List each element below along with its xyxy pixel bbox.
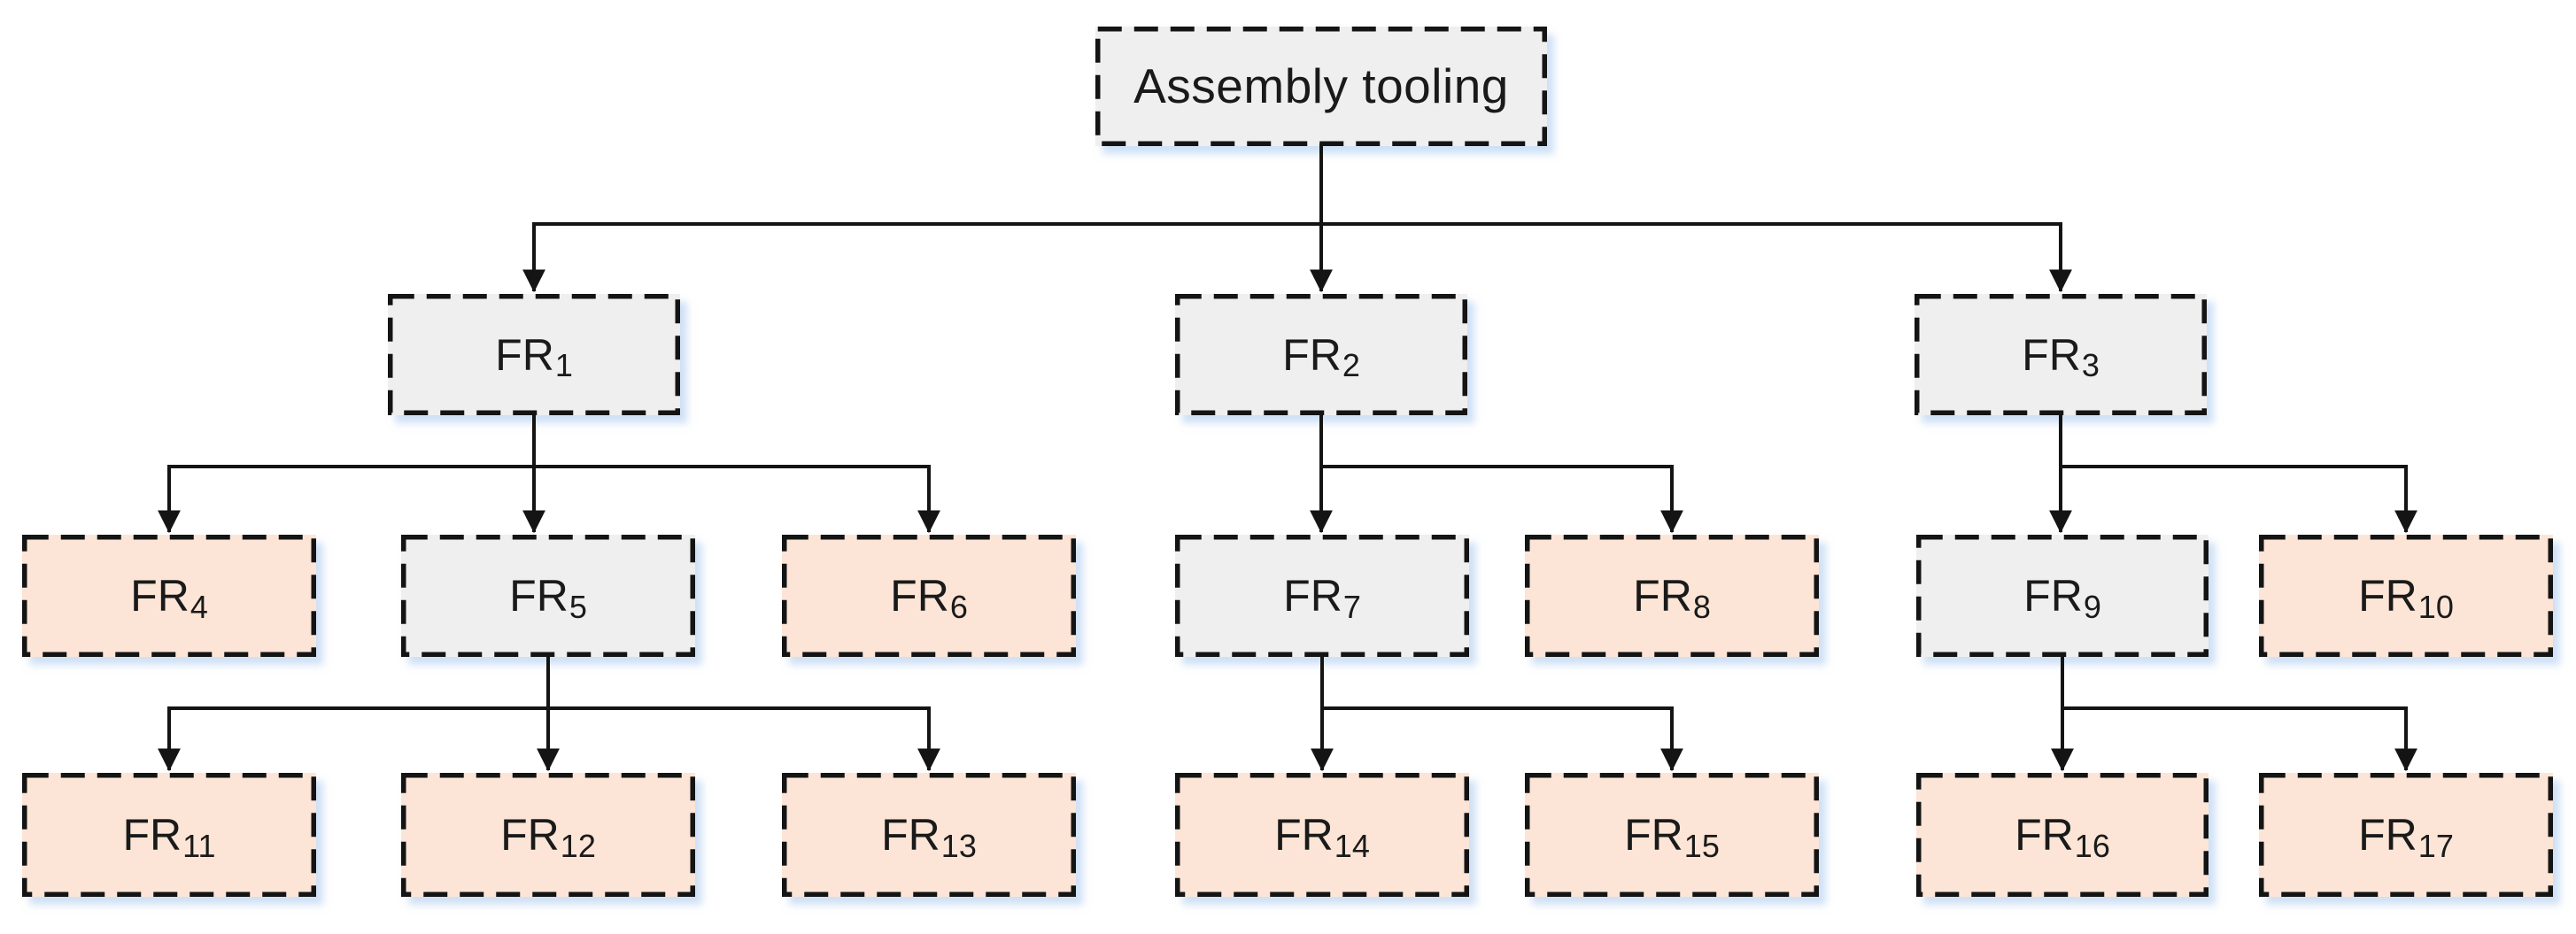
node-label-subscript: 10 — [2417, 588, 2454, 625]
node-label-text: FR — [122, 810, 182, 860]
node-fr4: FR4 — [22, 535, 316, 657]
node-label-subscript: 14 — [1334, 827, 1370, 864]
node-label-subscript: 15 — [1683, 827, 1720, 864]
node-fr16: FR16 — [1916, 773, 2209, 897]
node-label: FR12 — [500, 810, 596, 861]
node-label: FR1 — [495, 329, 573, 382]
node-label-subscript: 13 — [940, 827, 977, 864]
node-fr6: FR6 — [782, 535, 1076, 657]
connector-edges — [158, 143, 2417, 772]
node-fr9: FR9 — [1916, 535, 2209, 657]
node-fr14: FR14 — [1175, 773, 1469, 897]
node-label-subscript: 6 — [949, 588, 968, 625]
node-label-subscript: 8 — [1692, 588, 1711, 625]
node-label-text: FR — [1624, 810, 1683, 860]
node-label-text: FR — [2015, 810, 2074, 860]
node-fr1: FR1 — [388, 294, 680, 415]
node-label-subscript: 9 — [2083, 588, 2101, 625]
node-label-text: FR — [130, 571, 190, 621]
node-label: FR6 — [890, 571, 968, 622]
node-label: FR13 — [881, 810, 977, 861]
node-label-text: Assembly tooling — [1133, 58, 1509, 113]
node-label: FR4 — [130, 571, 208, 622]
node-label-text: FR — [1633, 571, 1692, 621]
node-label-text: FR — [890, 571, 949, 621]
node-fr2: FR2 — [1175, 294, 1467, 415]
node-label: FR5 — [509, 571, 587, 622]
node-fr10: FR10 — [2259, 535, 2553, 657]
node-label: Assembly tooling — [1133, 62, 1509, 111]
node-label-subscript: 16 — [2074, 827, 2110, 864]
node-label-subscript: 1 — [554, 347, 573, 384]
node-fr13: FR13 — [782, 773, 1076, 897]
node-label: FR2 — [1282, 329, 1360, 382]
node-label-text: FR — [495, 329, 554, 380]
node-label-subscript: 12 — [560, 827, 596, 864]
node-fr3: FR3 — [1915, 294, 2207, 415]
node-fr7: FR7 — [1175, 535, 1469, 657]
node-label: FR11 — [122, 810, 215, 861]
node-label-text: FR — [2022, 329, 2081, 380]
node-label: FR8 — [1633, 571, 1711, 622]
node-label-subscript: 5 — [569, 588, 587, 625]
node-outlines — [22, 27, 2553, 897]
node-label-text: FR — [881, 810, 940, 860]
node-label-subscript: 7 — [1342, 588, 1361, 625]
node-label-text: FR — [1274, 810, 1334, 860]
node-fr5: FR5 — [401, 535, 695, 657]
node-label: FR17 — [2358, 810, 2454, 861]
node-label: FR16 — [2015, 810, 2110, 861]
node-label-subscript: 3 — [2081, 347, 2100, 384]
node-label: FR10 — [2358, 571, 2454, 622]
node-label-subscript: 2 — [1342, 347, 1360, 384]
node-label-text: FR — [1282, 329, 1342, 380]
node-label-text: FR — [2358, 571, 2417, 621]
node-label: FR15 — [1624, 810, 1720, 861]
node-label-subscript: 17 — [2417, 827, 2454, 864]
node-label: FR7 — [1283, 571, 1361, 622]
node-label: FR14 — [1274, 810, 1370, 861]
node-label-subscript: 4 — [190, 588, 208, 625]
node-label-text: FR — [2358, 810, 2417, 860]
node-assembly-tooling: Assembly tooling — [1095, 27, 1547, 146]
node-label-text: FR — [509, 571, 569, 621]
node-fr17: FR17 — [2259, 773, 2553, 897]
node-fr11: FR11 — [22, 773, 316, 897]
node-label-text: FR — [500, 810, 560, 860]
node-label-subscript: 11 — [182, 827, 216, 864]
node-label: FR3 — [2022, 329, 2100, 382]
node-label: FR9 — [2023, 571, 2101, 622]
node-fr8: FR8 — [1525, 535, 1819, 657]
node-fr12: FR12 — [401, 773, 695, 897]
node-label-text: FR — [2023, 571, 2083, 621]
node-fr15: FR15 — [1525, 773, 1819, 897]
node-label-text: FR — [1283, 571, 1342, 621]
